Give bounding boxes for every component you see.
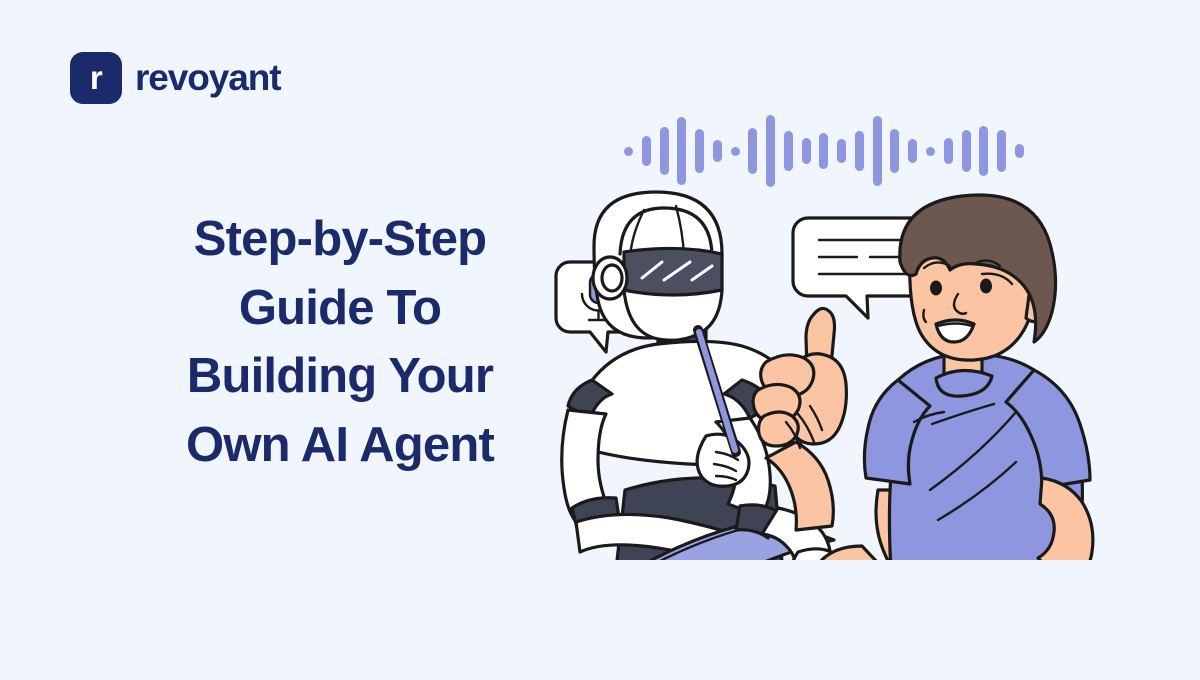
waveform-bar xyxy=(801,138,811,164)
page-title-line-2: Guide To xyxy=(238,280,442,335)
waveform-bar xyxy=(837,139,847,163)
waveform-bar xyxy=(624,146,633,156)
robot-character xyxy=(560,190,845,560)
chat-speech-bubble xyxy=(791,216,935,320)
waveform-bar xyxy=(819,133,829,169)
waveform-bar xyxy=(872,116,882,186)
waveform-bar xyxy=(748,128,758,174)
waveform-bar xyxy=(766,115,776,187)
page-title-line-1: Step-by-Step xyxy=(193,212,487,266)
brand-logo[interactable]: r revoyant xyxy=(70,52,282,104)
visor-shine-lines xyxy=(640,260,714,282)
waveform-bar xyxy=(677,117,687,185)
waveform-bar xyxy=(730,146,740,156)
waveform-bar xyxy=(890,129,900,173)
waveform-bar xyxy=(783,131,793,171)
waveform-bar xyxy=(712,140,722,162)
page-title: Step-by-Step Guide To Building Your Own … xyxy=(60,205,620,479)
brand-name: revoyant xyxy=(135,57,282,98)
human-character xyxy=(751,193,1095,560)
waveform-bar xyxy=(979,126,989,176)
waveform-bar xyxy=(695,129,705,173)
waveform-bar xyxy=(997,130,1007,172)
waveform-bar xyxy=(961,130,971,172)
page-title-line-4: Own AI Agent xyxy=(186,417,495,472)
waveform-bar xyxy=(641,136,651,166)
pointing-hand xyxy=(751,306,848,532)
logo-mark-icon: r xyxy=(70,52,122,104)
logo-mark-letter: r xyxy=(89,58,103,96)
waveform-bar xyxy=(926,146,936,156)
waveform-bar xyxy=(659,127,669,175)
hero-illustration: .st { stroke:#1a1a1a; stroke-width:3.2; … xyxy=(540,190,1160,610)
waveform-bar xyxy=(908,139,918,163)
waveform-bar xyxy=(854,131,864,171)
page-title-line-3: Building Your xyxy=(186,349,494,404)
waveform-bar xyxy=(1014,144,1024,158)
waveform-bar xyxy=(943,138,953,164)
audio-waveform-graphic xyxy=(624,112,1024,190)
